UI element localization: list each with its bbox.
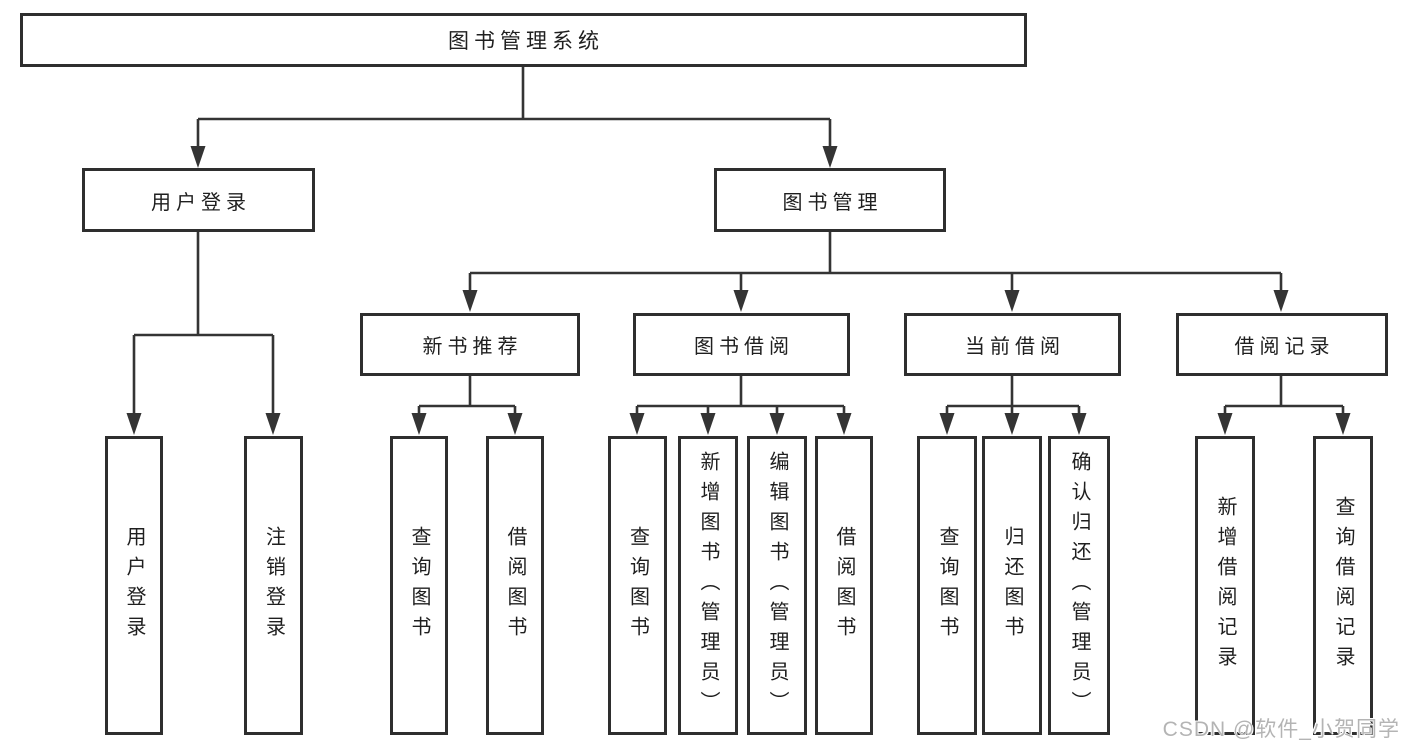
- leaf-confirm-return-admin: 确认归还（管理员）: [1048, 436, 1110, 735]
- leaf-borrow-books-2: 借阅图书: [815, 436, 873, 735]
- node-book-borrow: 图书借阅: [633, 313, 850, 376]
- leaf-label: 编辑图书（管理员）: [766, 450, 788, 721]
- leaf-label: 查询图书: [408, 525, 430, 646]
- arrowhead: [462, 290, 478, 312]
- node-current-borrow: 当前借阅: [904, 313, 1121, 376]
- edge-book-borrow-to-leaves: [629, 376, 852, 435]
- node-library-management-system: 图书管理系统: [20, 13, 1027, 67]
- arrowhead: [190, 146, 206, 168]
- edge-user-login-to-leaves: [126, 232, 281, 435]
- leaf-label: 用户登录: [123, 525, 145, 646]
- arrowhead: [836, 413, 852, 435]
- leaf-label: 新增图书（管理员）: [697, 450, 719, 721]
- arrowhead: [265, 413, 281, 435]
- leaf-logout: 注销登录: [244, 436, 303, 735]
- edge-borrow-records-to-leaves: [1217, 376, 1351, 435]
- node-label: 用户登录: [151, 191, 251, 214]
- arrowhead: [1335, 413, 1351, 435]
- node-label: 图书管理: [782, 191, 883, 214]
- arrowhead: [1004, 290, 1020, 312]
- leaf-label: 查询图书: [936, 525, 958, 646]
- node-label: 图书管理系统: [448, 30, 604, 53]
- leaf-return-books: 归还图书: [982, 436, 1042, 735]
- arrowhead: [507, 413, 523, 435]
- leaf-query-books-2: 查询图书: [608, 436, 667, 735]
- leaf-query-books-1: 查询图书: [390, 436, 448, 735]
- leaf-label: 新增借阅记录: [1214, 495, 1236, 676]
- arrowhead: [126, 413, 142, 435]
- arrowhead: [411, 413, 427, 435]
- node-label: 图书借阅: [694, 336, 794, 358]
- leaf-borrow-books-1: 借阅图书: [486, 436, 544, 735]
- node-book-management: 图书管理: [714, 168, 946, 232]
- node-new-book-recommend: 新书推荐: [360, 313, 580, 376]
- node-label: 当前借阅: [965, 336, 1065, 358]
- arrowhead: [629, 413, 645, 435]
- leaf-label: 借阅图书: [833, 525, 855, 646]
- leaf-add-borrow-record: 新增借阅记录: [1195, 436, 1255, 735]
- arrowhead: [1071, 413, 1087, 435]
- leaf-label: 注销登录: [262, 525, 285, 646]
- node-user-login: 用户登录: [82, 168, 315, 232]
- edge-book-management-to-level3: [462, 232, 1289, 312]
- csdn-watermark: CSDN @软件_小贺同学: [1162, 718, 1400, 741]
- leaf-add-book-admin: 新增图书（管理员）: [678, 436, 738, 735]
- arrowhead: [769, 413, 785, 435]
- node-label: 新书推荐: [422, 336, 523, 358]
- edge-new-book-recommend-to-leaves: [411, 376, 523, 435]
- leaf-label: 确认归还（管理员）: [1068, 450, 1090, 721]
- leaf-label: 查询借阅记录: [1332, 495, 1354, 676]
- arrowhead: [1273, 290, 1289, 312]
- leaf-label: 归还图书: [1001, 525, 1023, 646]
- arrowhead: [733, 290, 749, 312]
- leaf-label: 查询图书: [626, 525, 649, 646]
- edge-current-borrow-to-leaves: [939, 376, 1087, 435]
- arrowhead: [939, 413, 955, 435]
- leaf-query-books-3: 查询图书: [917, 436, 977, 735]
- arrowhead: [700, 413, 716, 435]
- leaf-edit-book-admin: 编辑图书（管理员）: [747, 436, 807, 735]
- edge-root-to-level2: [190, 67, 838, 168]
- arrowhead: [1217, 413, 1233, 435]
- arrowhead: [822, 146, 838, 168]
- leaf-label: 借阅图书: [504, 525, 526, 646]
- leaf-query-borrow-record: 查询借阅记录: [1313, 436, 1373, 735]
- leaf-user-login: 用户登录: [105, 436, 163, 735]
- node-label: 借阅记录: [1234, 336, 1335, 358]
- arrowhead: [1004, 413, 1020, 435]
- node-borrow-records: 借阅记录: [1176, 313, 1388, 376]
